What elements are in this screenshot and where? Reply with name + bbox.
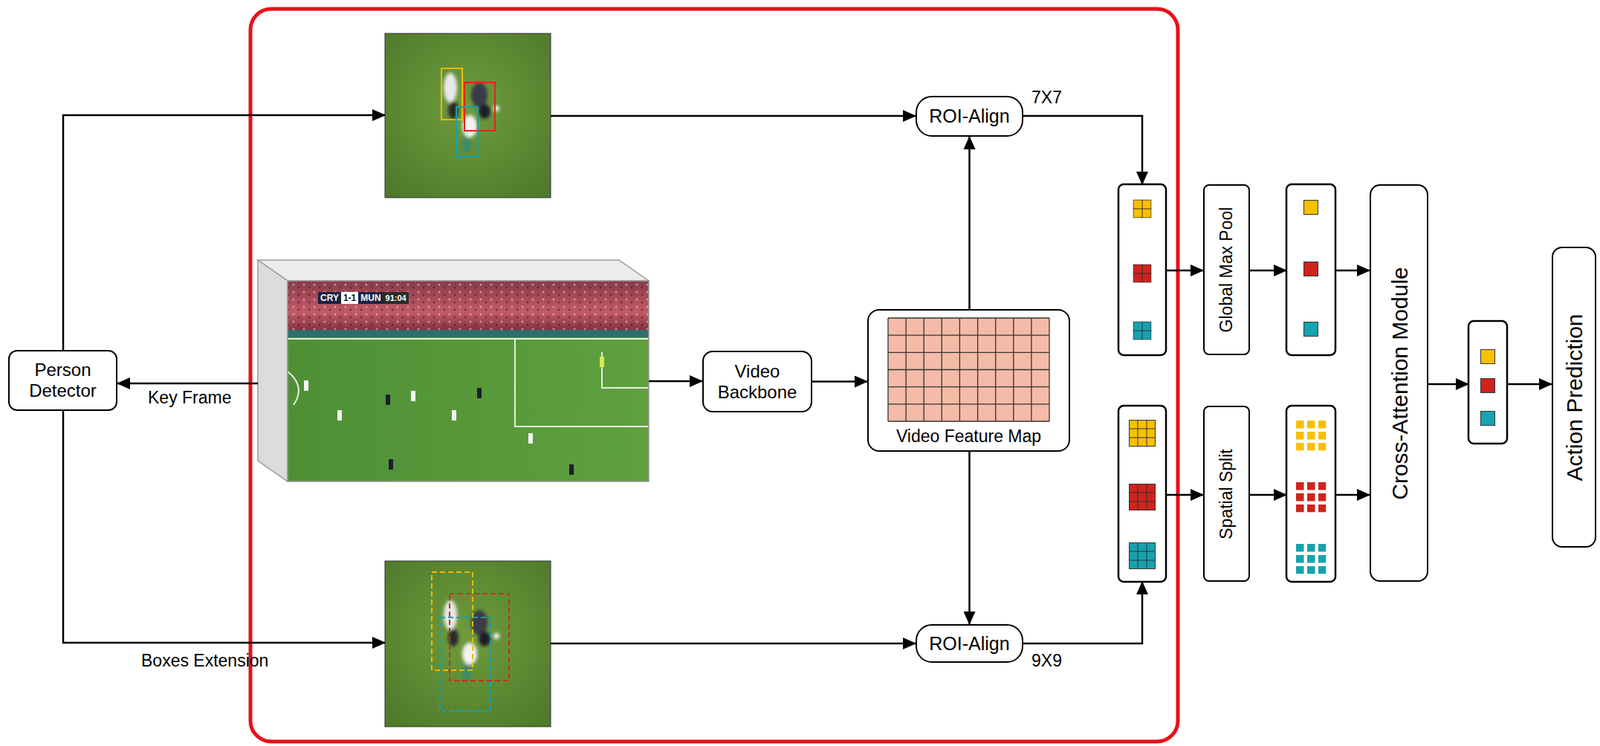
node-text: Video Backbone (708, 361, 807, 403)
edge-label: Boxes Extension (141, 650, 269, 671)
node-text: ROI-Align (928, 633, 1010, 655)
keyframe-crop-top (384, 33, 551, 198)
node-text: Spatial Split (1217, 448, 1236, 539)
connector-arrow (968, 451, 971, 625)
scoreboard-text: 91:04 (383, 292, 409, 304)
flow-arrows (63, 115, 1552, 644)
players (303, 356, 605, 475)
video-clip (257, 260, 649, 482)
highlight-region (250, 8, 1178, 742)
edge-label: Key Frame (147, 387, 232, 408)
scoreboard: CRY1-1MUN91:04 (318, 292, 409, 304)
feature-columns (1118, 184, 1508, 582)
node-text: Person Detector (14, 359, 112, 401)
keyframe-crop-bottom (384, 561, 551, 727)
split-box: Spatial Split (1203, 405, 1250, 582)
detector-box: Person Detector (8, 350, 118, 411)
pool-box: Global Max Pool (1203, 184, 1250, 356)
roi-align-box: ROI-Align (915, 624, 1024, 663)
connector-arrow (812, 380, 868, 383)
scoreboard-text: 1-1 (341, 292, 359, 304)
roi-align-box: ROI-Align (915, 95, 1024, 137)
node-text: Action Prediction (1562, 313, 1587, 481)
prediction-box: Action Prediction (1551, 246, 1597, 548)
attention-box: Cross-Attention Module (1369, 184, 1429, 582)
node-text: Cross-Attention Module (1386, 266, 1412, 500)
roi-feature-cells (1128, 199, 1496, 575)
scoreboard-text: CRY (318, 292, 342, 304)
node-text: ROI-Align (928, 105, 1010, 128)
size-label: 7X7 (1031, 87, 1062, 108)
size-label: 9X9 (1031, 650, 1062, 671)
feature-map-grid (888, 318, 1050, 422)
connector-arrow (968, 136, 971, 310)
feature-map-box: Video Feature Map (867, 309, 1071, 452)
backbone-box: Video Backbone (702, 350, 813, 413)
node-text: Global Max Pool (1217, 207, 1236, 333)
node-text: Video Feature Map (896, 426, 1042, 446)
scoreboard-text: MUN (358, 292, 383, 304)
